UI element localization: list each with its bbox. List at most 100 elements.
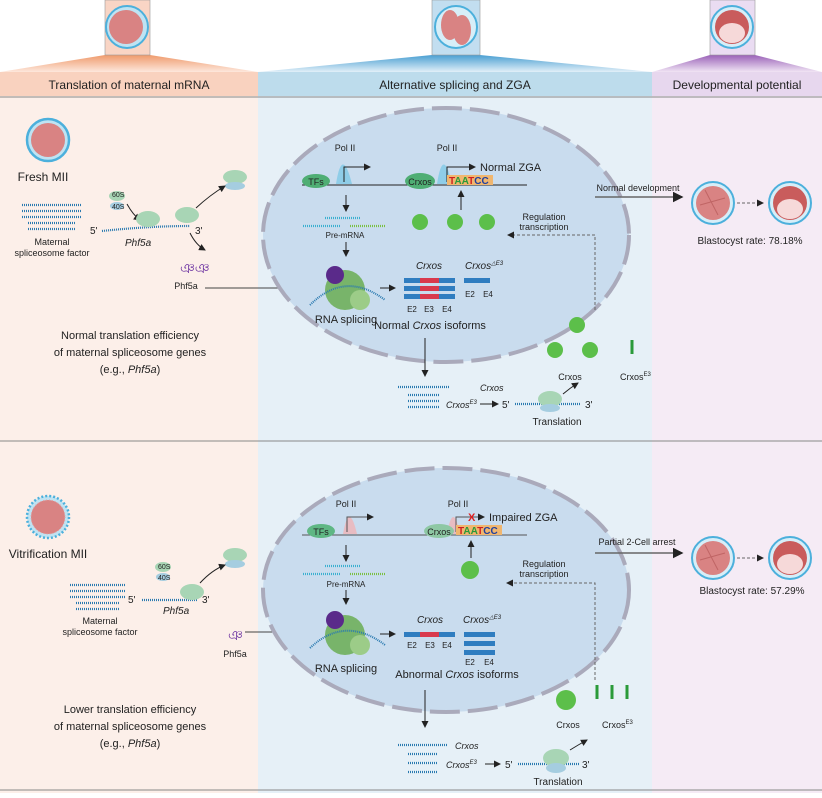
svg-text:TAATCC: TAATCC [449,176,489,187]
e3-sup-label: E3 [626,720,634,726]
prot-crxos-label: Crxos [558,372,582,382]
blocked-icon: X [468,512,476,524]
isoforms-b-label: Crxos [413,320,442,332]
efficiency-3c-label: ) [157,738,161,750]
0-label: E2 [465,290,475,299]
tfs-label: TFs [308,177,324,187]
crxos-protein-icon [461,561,479,579]
2-label: A [462,176,469,187]
1-label: E4 [483,290,493,299]
prot-crxos-label: Crxos [556,720,580,730]
regulation-2-label: transcription [519,222,568,232]
e3-sup-label: E3 [470,760,478,766]
five-prime-label: 5' [505,760,513,771]
blastocyst-rate: Blastocyst rate: 57.29% [699,586,804,597]
2-label: A [471,526,478,537]
spliceosome-icon [309,611,386,655]
three-prime-label: 3' [582,760,590,771]
efficiency-3c-label: ) [157,364,161,376]
pol2-label: Pol II [437,143,458,153]
translation-label: Translation [532,417,581,428]
0-label: E2 [465,658,475,667]
efficiency-2-label: of maternal spliceosome genes [54,347,207,359]
1-label: A [463,526,470,537]
maternal-mrna-icon [22,203,82,231]
crxos-isoforms [404,632,455,637]
pol1-label: Pol II [336,499,357,509]
pre-mrna-icon [303,564,385,576]
isoforms-a-label: Abnormal [395,669,445,681]
blastocyst-rate: Blastocyst rate: 78.18% [697,236,802,247]
0-label: E2 [407,305,417,314]
efficiency-3b-label: Phf5a [128,364,157,376]
section-band-splicing [258,72,652,96]
pink-column [0,96,258,793]
5-label: C [481,176,488,187]
crxos-tf-label: Crxos [408,177,432,187]
pol2-label: Pol II [448,499,469,509]
crxos-label: Crxos [417,615,443,626]
ribosome-40s-icon [156,573,170,581]
section-title-translation: Translation of maternal mRNA [49,78,210,92]
svg-text:CrxosE3: CrxosE3 [602,720,634,730]
section-title-development: Developmental potential [673,78,802,92]
translation-label: Translation [533,777,582,788]
five-prime-label: 5' [502,400,510,411]
pre-mrna-label: Pre-mRNA [327,580,366,589]
svg-text:Normal Crxos isoforms: Normal Crxos isoforms [374,320,486,332]
ribosome-icon [136,211,160,227]
blastocyst-icon [768,536,812,580]
five-prime-label: 5' [90,226,98,237]
gene-label: Phf5a [125,238,152,249]
4-label: C [483,526,490,537]
five-prime-label: 5' [128,595,136,606]
zga-label: Normal ZGA [480,162,542,174]
crxos-protein-icon [547,317,598,358]
ribosome-60s-icon [155,562,171,572]
blastocyst-icon [768,181,812,225]
ribo-small-label: 40S [158,575,171,582]
protein-label: Phf5a [223,649,247,659]
motif-box [456,525,502,535]
prot-crxos-e3-label: Crxos [602,720,626,730]
tfs-icon [302,174,330,188]
crxos-isoforms [404,278,455,299]
0-label: T [449,176,455,187]
two-cell-embryo-icon [691,536,735,580]
efficiency-3b-label: Phf5a [128,738,157,750]
ribo-small-label: 40S [112,204,125,211]
gene-label: Phf5a [163,606,190,617]
section-band-development [652,72,822,96]
efficiency-2-label: of maternal spliceosome genes [54,721,207,733]
section-band-translation [0,72,258,96]
4-label: C [474,176,481,187]
crxos-protein-icon [412,214,495,230]
e3-sup-label: E3 [644,372,652,378]
1-label: E3 [425,641,435,650]
efficiency-1-label: Normal translation efficiency [61,330,199,342]
mrna-crxos-label: Crxos [455,741,479,751]
ribosome-icon [543,749,569,767]
crxos-e3-protein-icon [595,685,629,699]
svg-text:CrxosE3: CrxosE3 [446,400,478,410]
three-prime-label: 3' [202,595,210,606]
svg-text:Abnormal Crxos isoforms: Abnormal Crxos isoforms [395,669,519,681]
row-vitrification: Vitrification MII Maternal spliceosome f… [9,466,812,788]
header-icons [0,0,822,72]
phf5a-protein-icon: ঞ [228,627,243,643]
outcome-label: Normal development [596,183,680,193]
ribosome-icon [538,391,562,407]
svg-text:(e.g., Phf5a): (e.g., Phf5a) [100,364,161,376]
regulation-1-label: Regulation [522,212,565,222]
isoforms-b-label: Crxos [445,669,474,681]
svg-text:CrxosE3: CrxosE3 [620,372,652,382]
de3-sup-label: △E3 [488,615,502,621]
svg-text:Crxos△E3: Crxos△E3 [465,261,504,272]
crxos-de3-label: Crxos [463,615,489,626]
crxos-label: Crxos [416,261,442,272]
pre-mrna-icon [303,216,385,228]
1-label: E3 [424,305,434,314]
de3-sup-label: △E3 [490,261,504,267]
e3-sup-label: E3 [470,400,478,406]
svg-text:Crxos△E3: Crxos△E3 [463,615,502,626]
